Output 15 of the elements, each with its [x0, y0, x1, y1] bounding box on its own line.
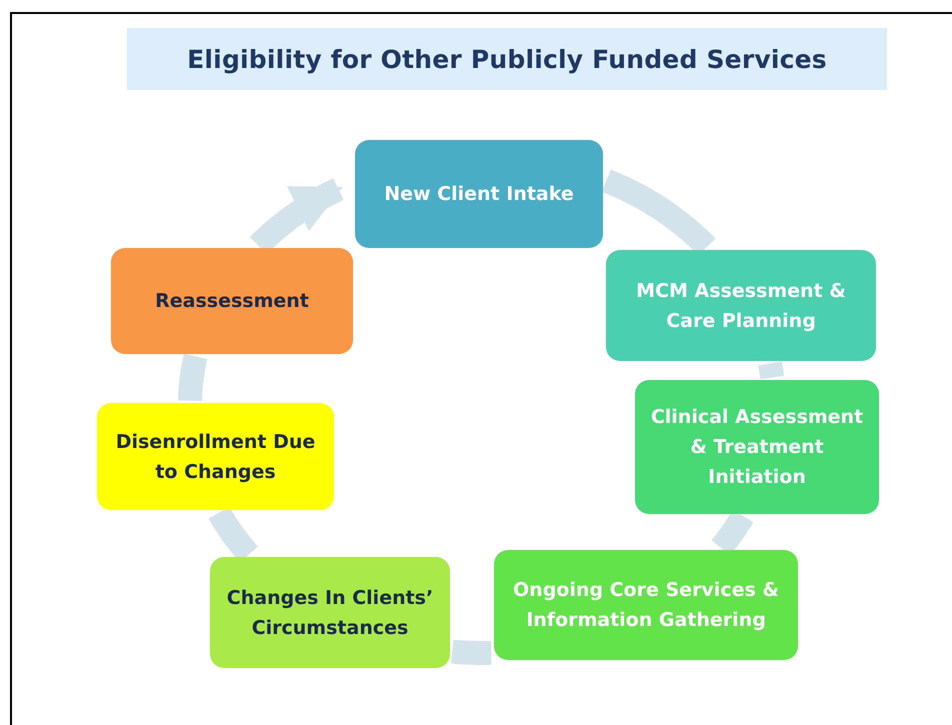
process-box: [635, 380, 879, 514]
step-label: Reassessment: [155, 289, 309, 314]
step-label: Disenrollment Due to Changes: [114, 430, 316, 484]
process-box: [97, 403, 334, 510]
title: Eligibility for Other Publicly Funded Services: [127, 28, 887, 90]
step-label: MCM Assessment & Care Planning: [635, 278, 847, 334]
process-box: [606, 250, 876, 361]
process-box: [494, 550, 798, 660]
process-box: [111, 248, 353, 354]
step-label: Clinical Assessment & Treatment Initiation: [650, 405, 864, 490]
step-label: Ongoing Core Services & Information Gathering: [512, 578, 780, 633]
process-box: [355, 140, 603, 248]
step-label: Changes In Clients’ Circumstances: [226, 586, 434, 640]
step-label: New Client Intake: [384, 182, 574, 207]
process-box: [210, 557, 450, 668]
